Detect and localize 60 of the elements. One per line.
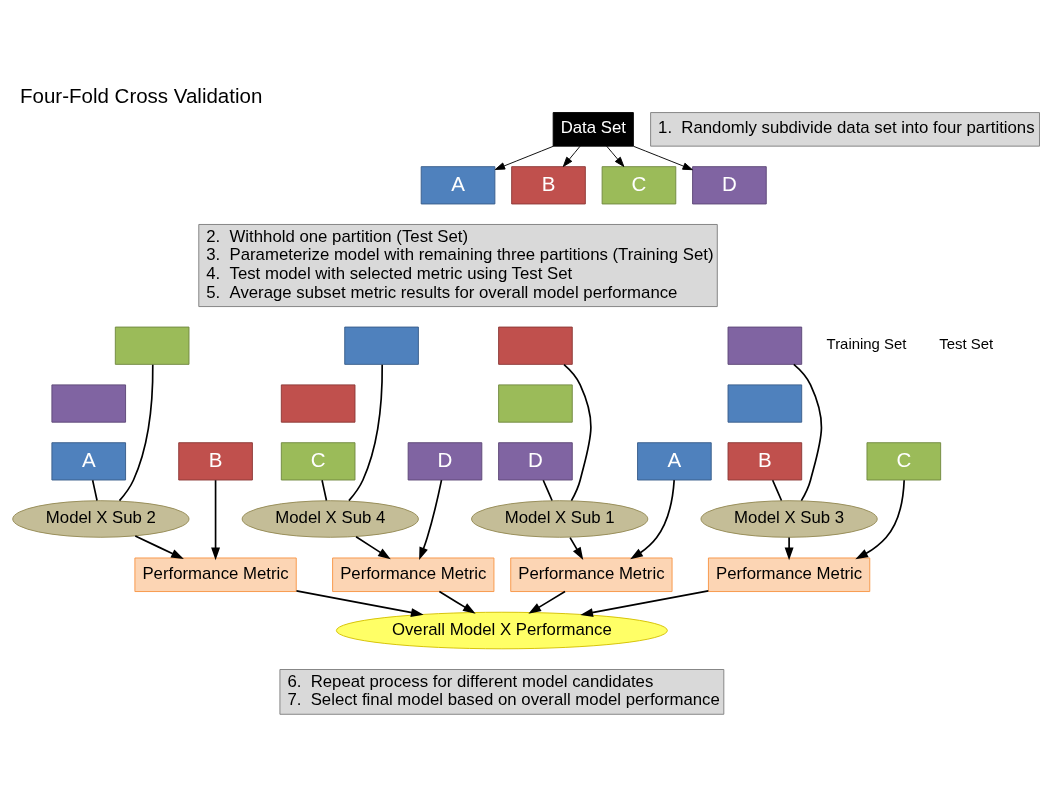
node-box: Performance Metric xyxy=(707,557,871,592)
arrow xyxy=(855,479,905,560)
node-box xyxy=(280,384,356,423)
node-box: D xyxy=(692,166,767,205)
arrow xyxy=(528,590,566,614)
node-box xyxy=(344,326,419,365)
arrow xyxy=(494,145,554,170)
node-ellipse: Overall Model X Performance xyxy=(335,611,668,650)
connector xyxy=(321,479,328,502)
node-box: A xyxy=(51,442,127,481)
connector xyxy=(563,363,592,502)
node-box: 2. Withhold one partition (Test Set) 3. Parameterize model with remaining three partitions (Training Set) 4. Test model with selected metric using Test Set 5. Average subset metric results for overall model performance xyxy=(198,224,718,307)
label: Training Set xyxy=(826,335,907,353)
arrow xyxy=(606,145,625,167)
node-box xyxy=(114,326,190,365)
arrow xyxy=(562,145,581,167)
node-box: A xyxy=(637,442,712,481)
diagram-title: Four-Fold Cross Validation xyxy=(20,83,263,107)
node-box: Performance Metric xyxy=(510,557,673,592)
node-box: C xyxy=(601,166,677,205)
node-box: Performance Metric xyxy=(332,557,495,592)
connector xyxy=(771,479,783,502)
node-box: 1. Randomly subdivide data set into four partitions xyxy=(650,112,1040,147)
connector xyxy=(348,363,384,502)
node-box: D xyxy=(407,442,483,481)
connector xyxy=(91,479,98,502)
node-box: B xyxy=(727,442,803,481)
arrow xyxy=(134,535,184,559)
connector xyxy=(792,363,823,502)
connector xyxy=(542,479,553,502)
node-box: C xyxy=(866,442,942,481)
node-box: B xyxy=(511,166,586,205)
node-box xyxy=(51,384,127,423)
arrow xyxy=(295,590,424,617)
node-ellipse: Model X Sub 4 xyxy=(241,500,419,538)
arrow xyxy=(438,590,476,614)
arrow xyxy=(580,590,710,617)
node-box: Performance Metric xyxy=(134,557,297,592)
node-box xyxy=(498,384,573,423)
node-box xyxy=(727,326,803,365)
node-ellipse: Model X Sub 3 xyxy=(700,500,878,538)
node-box: Data Set xyxy=(552,112,634,147)
arrow xyxy=(211,479,220,561)
node-box: C xyxy=(280,442,356,481)
arrow xyxy=(569,536,584,560)
node-box: D xyxy=(498,442,573,481)
label: Test Set xyxy=(939,335,994,353)
arrow xyxy=(784,536,794,561)
node-ellipse: Model X Sub 2 xyxy=(12,500,190,538)
arrow xyxy=(355,535,391,560)
node-box xyxy=(727,384,803,423)
arrow xyxy=(630,479,675,560)
node-box: B xyxy=(178,442,253,481)
arrow xyxy=(419,479,443,561)
arrow xyxy=(632,145,693,171)
node-box: A xyxy=(420,166,496,205)
connector xyxy=(118,363,154,502)
node-ellipse: Model X Sub 1 xyxy=(471,500,649,538)
node-box xyxy=(498,326,573,365)
node-box: 6. Repeat process for different model candidates 7. Select final model based on overall model performance xyxy=(279,669,725,715)
